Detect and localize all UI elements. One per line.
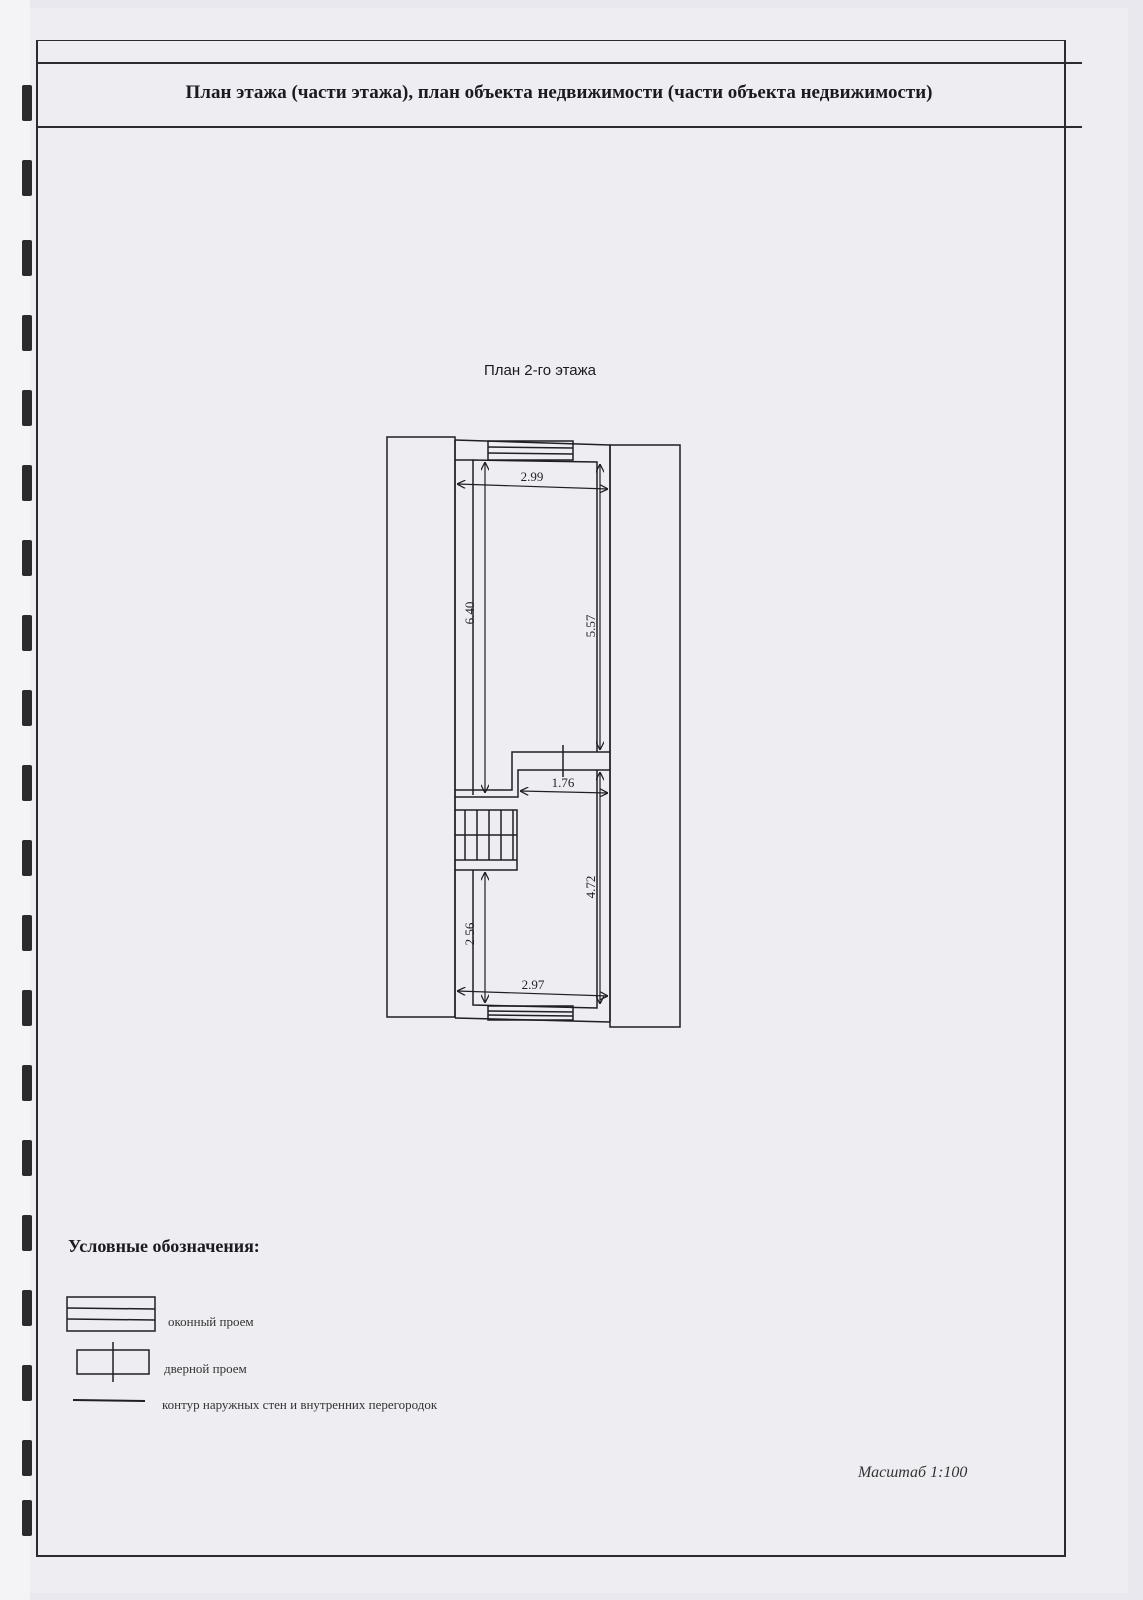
legend-label-door: дверной проем xyxy=(164,1361,247,1376)
window-top xyxy=(487,440,574,461)
dim-right-upper: 5.57 xyxy=(583,614,598,637)
dim-bottom-width: 2.97 xyxy=(522,977,545,992)
door-opening-icon xyxy=(76,1342,150,1382)
dim-right-lower: 4.72 xyxy=(583,876,598,899)
document-page xyxy=(18,8,1128,1593)
spiral-binding xyxy=(0,0,32,1600)
adjacent-right-block xyxy=(609,444,681,1028)
wall-contour-icon xyxy=(72,1399,146,1402)
window-opening-icon xyxy=(66,1296,156,1332)
scale-label: Масштаб 1:100 xyxy=(858,1464,968,1481)
dim-left-lower: 2.56 xyxy=(462,922,477,945)
page-frame xyxy=(36,40,1066,1557)
title-band: План этажа (части этажа), план объекта н… xyxy=(36,62,1082,128)
adjacent-left-block xyxy=(386,436,456,1018)
window-bottom xyxy=(487,1005,574,1021)
legend-heading: Условные обозначения: xyxy=(68,1236,260,1256)
document-title: План этажа (части этажа), план объекта н… xyxy=(185,82,933,103)
plan-title: План 2-го этажа xyxy=(483,362,597,379)
legend-label-window: оконный проем xyxy=(168,1314,254,1329)
dim-left-upper: 6.40 xyxy=(462,602,477,625)
staircase xyxy=(455,809,518,871)
exterior-walls xyxy=(454,439,611,1023)
partition-wall xyxy=(455,745,610,798)
dim-top-width: 2.99 xyxy=(521,469,544,484)
legend-label-contour: контур наружных стен и внутренних перего… xyxy=(162,1397,438,1412)
dimension-lines xyxy=(457,462,608,1004)
dim-mid-width: 1.76 xyxy=(552,775,575,790)
